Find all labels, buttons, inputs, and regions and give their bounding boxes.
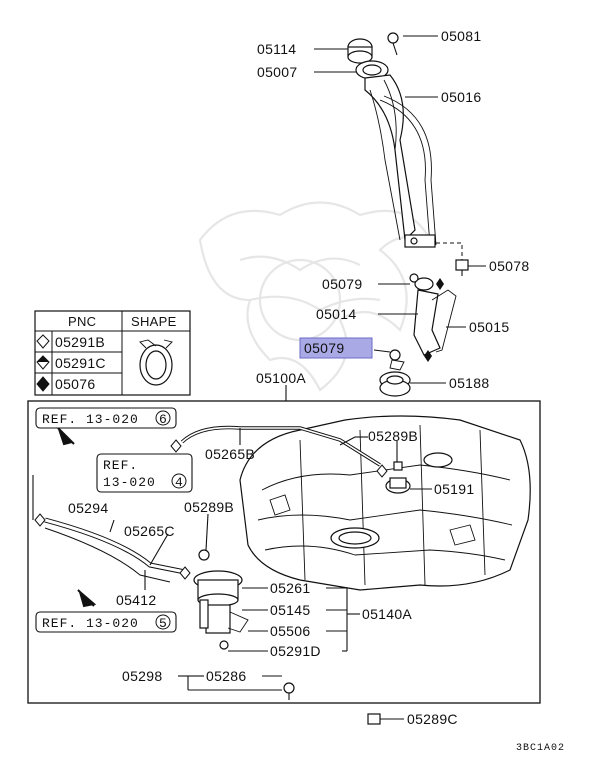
label-05289C[interactable]: 05289C	[407, 711, 458, 727]
label-05191[interactable]: 05191	[434, 481, 474, 497]
arrow-icon	[57, 427, 75, 446]
label-05079-highlighted[interactable]: 05079	[304, 340, 344, 356]
leader-lines-tank	[109, 428, 432, 720]
label-05188[interactable]: 05188	[449, 375, 489, 391]
ref-box-5[interactable]: REF. 13-020 5	[35, 611, 177, 633]
ref-num-6: 6	[159, 412, 168, 427]
diagram-code: 3BC1A02	[516, 743, 565, 754]
ref-box-6[interactable]: REF. 13-020 6	[35, 407, 177, 429]
label-05081[interactable]: 05081	[441, 28, 481, 44]
label-05100A[interactable]: 05100A	[256, 370, 306, 386]
label-05140A[interactable]: 05140A	[362, 606, 412, 622]
label-05291D[interactable]: 05291D	[270, 643, 321, 659]
label-05078[interactable]: 05078	[489, 258, 529, 274]
ref-text-6: REF. 13-020	[42, 412, 139, 427]
legend-pnc-1: 05291B	[55, 334, 105, 350]
label-05261[interactable]: 05261	[270, 580, 310, 596]
label-05079-upper[interactable]: 05079	[322, 276, 362, 292]
ref-box-4[interactable]: REF. 13-020 4	[96, 453, 193, 493]
ref-text-5: REF. 13-020	[42, 616, 139, 631]
legend-pnc-2: 05291C	[55, 355, 106, 371]
fuel-tank	[239, 415, 531, 591]
fuel-pump-module	[193, 549, 381, 725]
highlight-05079	[299, 337, 373, 359]
label-05265C[interactable]: 05265C	[124, 523, 175, 539]
label-05145[interactable]: 05145	[270, 602, 310, 618]
clamp-shape-icon	[139, 339, 173, 386]
tank-assembly-box	[27, 385, 541, 704]
legend-header-pnc: PNC	[68, 314, 96, 329]
label-05015[interactable]: 05015	[469, 319, 509, 335]
legend-header-shape: SHAPE	[131, 314, 177, 329]
filler-neck-assembly	[347, 32, 469, 397]
label-05007[interactable]: 05007	[257, 64, 297, 80]
open-diamond-icon	[36, 334, 50, 349]
label-05016[interactable]: 05016	[441, 89, 481, 105]
label-05294[interactable]: 05294	[68, 500, 108, 516]
label-05114[interactable]: 05114	[257, 41, 296, 57]
leader-lines-top	[314, 35, 486, 384]
ref-num-5: 5	[159, 616, 168, 631]
fuel-hoses-left	[32, 475, 191, 583]
label-05014[interactable]: 05014	[316, 306, 356, 322]
label-05298[interactable]: 05298	[122, 668, 162, 684]
label-05286[interactable]: 05286	[206, 668, 246, 684]
filled-diamond-icon	[36, 376, 50, 392]
watermark-logo	[198, 201, 433, 392]
label-05265B[interactable]: 05265B	[205, 446, 255, 462]
arrow-icon	[77, 589, 97, 608]
label-05289B-mid[interactable]: 05289B	[184, 499, 234, 515]
ref-text-4-line1: REF.	[103, 458, 138, 473]
label-05506[interactable]: 05506	[270, 623, 310, 639]
label-05412[interactable]: 05412	[116, 592, 156, 608]
legend-table: PNC SHAPE 05291B 05291C 05076	[34, 310, 191, 396]
vent-tube	[170, 425, 411, 494]
legend-pnc-3: 05076	[55, 376, 95, 392]
ref-num-4: 4	[175, 475, 184, 490]
label-05289B-upper[interactable]: 05289B	[368, 428, 418, 444]
ref-text-4-line2: 13-020	[103, 475, 156, 490]
